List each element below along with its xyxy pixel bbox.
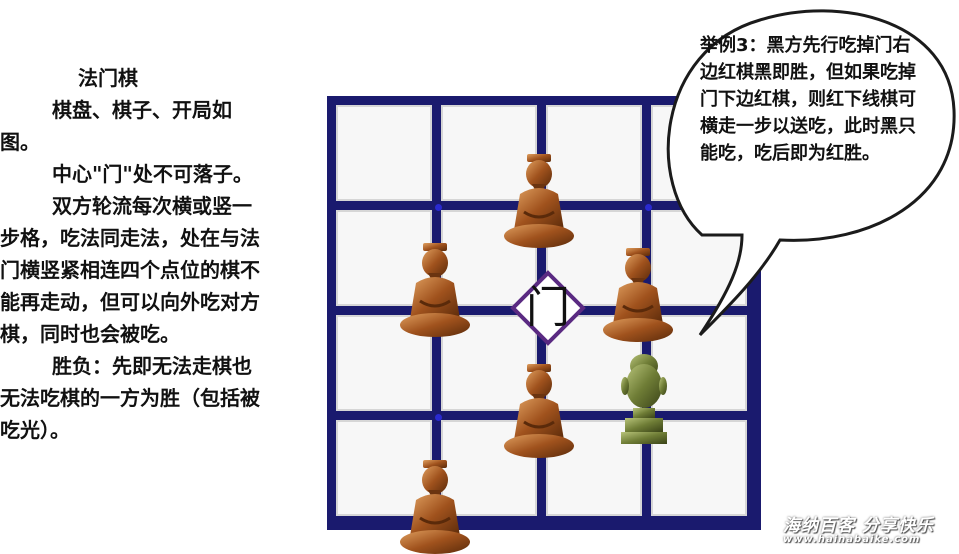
watermark: 海纳百客 分享快乐 www.hainabaike.com [783,511,953,545]
rules-victory: 胜负：先即无法走棋也无法吃棋的一方为胜（包括被吃光）。 [0,354,260,442]
rules-panel: 法门棋 棋盘、棋子、开局如图。 中心"门"处不可落子。 双方轮流每次横或竖一步格… [0,62,262,446]
board-cell[interactable] [546,105,642,201]
rules-setup: 棋盘、棋子、开局如图。 [0,98,232,154]
watermark-url: www.hainabaike.com [783,534,921,545]
rules-title: 法门棋 [78,66,138,90]
board-cell[interactable] [336,105,432,201]
gate-label: 门 [526,282,570,333]
red-piece[interactable] [502,152,576,248]
red-piece[interactable] [398,458,472,554]
black-piece[interactable] [617,352,671,448]
intersection-dot [435,204,442,211]
rules-gate: 中心"门"处不可落子。 [52,162,253,186]
watermark-slogan: 海纳百客 分享快乐 [783,516,934,536]
intersection-dot [435,414,442,421]
red-piece[interactable] [502,362,576,458]
board-cell[interactable] [441,105,537,201]
speech-bubble [666,9,956,337]
rules-movement: 双方轮流每次横或竖一步格，吃法同走法，处在与法门横竖紧相连四个点位的棋不能再走动… [0,194,260,346]
example-text: 举例3：黑方先行吃掉门右边红棋黑即胜，但如果吃掉门下边红棋，则红下线棋可横走一步… [700,35,916,164]
gate-diamond-icon [510,270,586,346]
intersection-dot [645,204,652,211]
red-piece[interactable] [398,241,472,337]
